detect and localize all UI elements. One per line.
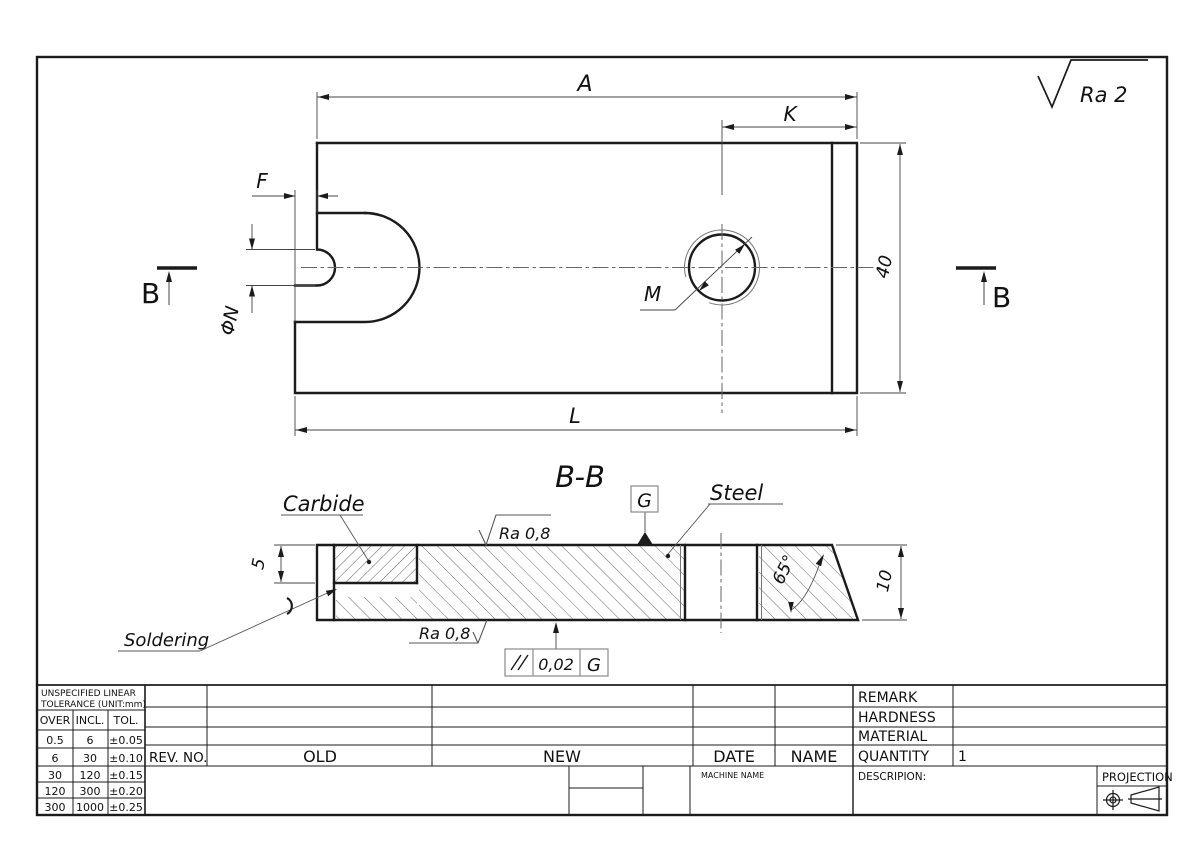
quantity-value: 1 [958,749,967,765]
date-label: DATE [713,747,755,766]
tol-cell: 120 [45,785,66,798]
rev-no-label: REV. NO. [149,750,207,766]
steel-callout: Steel [665,481,783,559]
tol-cell: ±0.25 [109,801,143,814]
section-thread-lines [680,545,762,620]
old-label: OLD [303,747,337,766]
roughness-bottom-label: Ra 0,8 [419,624,470,643]
dimension-40 [860,142,906,394]
new-label: NEW [543,747,581,766]
tol-header-line1: UNSPECIFIED LINEAR [41,689,136,699]
remark-label: REMARK [858,690,918,706]
revision-row: REV. NO. OLD NEW DATE NAME [149,747,837,766]
tol-cell: ±0.20 [109,785,143,798]
datum-g-label: G [637,490,652,512]
tol-cell: 0.5 [46,734,64,747]
machine-name-label: MACHINE NAME [701,771,764,780]
dim-a-label: A [575,72,592,97]
tol-col-over: OVER [40,714,71,727]
section-mark-left: B [141,266,197,310]
dimension-5 [274,544,315,584]
soldering-callout: Soldering [118,589,337,652]
roughness-top: Ra 0,8 [478,514,551,547]
section-title: B-B [555,460,605,494]
section-outline [315,543,860,622]
dim-l-label: L [569,404,581,428]
roughness-top-label: Ra 0,8 [499,524,550,543]
flatness-tolerance-frame: 0,02 G [504,622,609,677]
material-label: MATERIAL [858,729,927,745]
dim-40-label: 40 [872,253,897,280]
tol-cell: 6 [52,752,59,765]
projection-label: PROJECTION [1102,770,1173,784]
hardness-label: HARDNESS [858,710,936,726]
section-mark-right: B [956,266,1011,314]
thread-circle [684,229,760,306]
tol-col-incl: INCL. [76,714,105,727]
tol-header-line2: TOLERANCE (UNIT:mm) [40,700,146,710]
tolerance-table: UNSPECIFIED LINEAR TOLERANCE (UNIT:mm) O… [40,689,146,814]
dim-5-label: 5 [248,557,270,572]
thread-callout [640,236,753,311]
section-hatching [334,545,858,620]
section-letter-right: B [992,281,1011,314]
title-block-grid [37,684,1167,815]
steel-label: Steel [710,481,763,505]
dim-f-label: F [256,169,268,193]
projection-cone-icon [1130,786,1160,812]
dim-phin-label: ΦN [216,304,244,337]
name-label: NAME [791,747,838,766]
dimension-F [252,190,338,322]
roughness-bottom: Ra 0,8 [409,619,488,644]
tol-cell: ±0.15 [109,769,143,782]
description-label: DESCRIPION: [858,771,926,783]
tol-cell: 6 [87,734,94,747]
soldering-label: Soldering [124,630,209,651]
datum-G: G [630,485,659,545]
dimension-10 [836,544,907,621]
info-rows: REMARK HARDNESS MATERIAL QUANTITY 1 [858,690,967,765]
solder-joint-arc [286,597,293,615]
top-view-outline [293,141,859,395]
tol-cell: ±0.05 [109,734,143,747]
carbide-label: Carbide [283,492,365,516]
tol-cell: 300 [45,801,66,814]
sheet-border [35,55,1169,817]
section-letter-left: B [141,277,160,310]
tol-cell: 120 [80,769,101,782]
parallelism-icon [510,654,529,671]
dimension-A [316,92,858,139]
general-roughness-symbol: Ra 2 [1037,59,1148,110]
tol-cell: ±0.10 [109,752,143,765]
tol-cell: 30 [83,752,97,765]
tol-cell: 300 [80,785,101,798]
flatness-value: 0,02 [538,655,574,674]
flatness-datum: G [587,655,601,676]
tol-cell: 30 [48,769,62,782]
thread-label: M [644,282,661,306]
dimension-L [294,396,858,436]
dim-k-label: K [783,102,798,126]
general-roughness-label: Ra 2 [1080,83,1128,107]
top-view-centerlines [301,224,884,413]
carbide-callout: Carbide [281,492,372,565]
quantity-label: QUANTITY [858,749,930,765]
projection-symbol [1103,786,1162,812]
dim-10-label: 10 [873,568,897,593]
tol-cell: 1000 [76,801,104,814]
dimension-phiN [246,224,315,313]
dimension-K [721,120,857,195]
tol-col-tol: TOL. [112,714,138,727]
